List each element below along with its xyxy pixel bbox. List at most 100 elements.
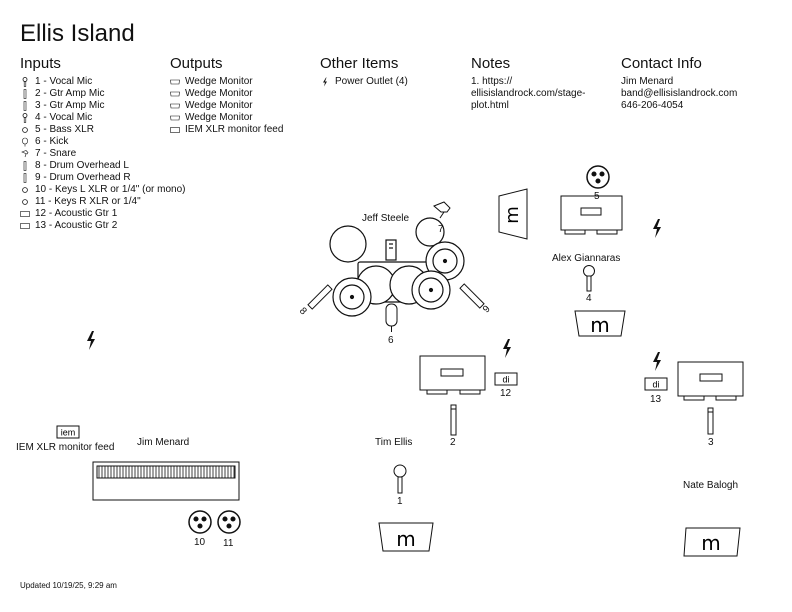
xlr-icon — [188, 510, 212, 534]
iem-icon — [170, 125, 180, 135]
contact-name: Jim Menard — [621, 76, 674, 87]
iem-icon: iem — [56, 425, 80, 439]
legend-item-label: 13 - Acoustic Gtr 2 — [35, 220, 118, 231]
svg-text:m: m — [590, 313, 609, 337]
drum-kit-icon — [329, 217, 465, 317]
power-outlet-icon — [653, 352, 661, 371]
legend-item: 1 - Vocal Mic — [20, 76, 185, 88]
other-items-heading: Other Items — [320, 55, 399, 72]
power-outlet-icon — [653, 219, 661, 238]
other-items-list: Power Outlet (4) — [320, 76, 408, 88]
legend-item-label: Wedge Monitor — [185, 88, 253, 99]
bass-amp-icon — [560, 195, 623, 235]
snare-mic-icon — [20, 149, 30, 159]
xlr-icon — [217, 510, 241, 534]
legend-item-label: Wedge Monitor — [185, 76, 253, 87]
iem-caption: IEM XLR monitor feed — [16, 442, 115, 453]
notes-line[interactable]: ellisislandrock.com/stage- — [471, 88, 586, 99]
legend-item: 3 - Gtr Amp Mic — [20, 100, 185, 112]
kick-mic-icon — [385, 303, 398, 332]
vocal-mic-icon — [393, 464, 407, 494]
input-number: 2 — [450, 437, 456, 448]
legend-item: Wedge Monitor — [170, 100, 283, 112]
wedge-monitor-icon: m — [574, 310, 626, 337]
performer-label: Jeff Steele — [362, 213, 410, 224]
snare-mic-icon — [433, 201, 451, 219]
legend-item: 10 - Keys L XLR or 1/4" (or mono) — [20, 184, 185, 196]
legend-item-label: 7 - Snare — [35, 148, 77, 159]
legend-item-label: 1 - Vocal Mic — [35, 76, 93, 87]
wedge-monitor-icon — [170, 89, 180, 99]
performer-label: Jim Menard — [137, 437, 190, 448]
svg-text:iem: iem — [61, 428, 76, 438]
legend-item: 7 - Snare — [20, 148, 185, 160]
instrument-mic-icon — [20, 161, 30, 171]
power-outlet-icon — [87, 331, 95, 350]
wedge-monitor-icon — [170, 101, 180, 111]
contact-email[interactable]: band@ellisislandrock.com — [621, 88, 738, 99]
xlr-icon — [20, 197, 30, 207]
contact-heading: Contact Info — [621, 55, 702, 72]
contact-section: Contact Info Jim Menard band@ellisisland… — [621, 55, 737, 112]
overhead-mic-l-icon — [307, 284, 333, 310]
guitar-amp-icon — [677, 361, 744, 401]
input-number: 12 — [500, 388, 512, 399]
legend-item-label: 8 - Drum Overhead L — [35, 160, 129, 171]
legend-item-label: 10 - Keys L XLR or 1/4" (or mono) — [35, 184, 186, 195]
notes-heading: Notes — [471, 55, 511, 72]
instrument-mic-icon — [20, 89, 30, 99]
performer-label: Alex Giannaras — [552, 253, 621, 264]
wedge-monitor-icon — [170, 113, 180, 123]
legend-item-label: Power Outlet (4) — [335, 76, 408, 87]
input-number: 1 — [397, 496, 403, 507]
legend-item-label: 12 - Acoustic Gtr 1 — [35, 208, 118, 219]
legend-item: Wedge Monitor — [170, 76, 283, 88]
wedge-monitor-icon: m — [498, 188, 528, 240]
legend-item: 4 - Vocal Mic — [20, 112, 185, 124]
vocal-mic-icon — [20, 113, 30, 123]
instrument-mic-icon — [450, 404, 457, 436]
legend-item: 11 - Keys R XLR or 1/4" — [20, 196, 185, 208]
notes-line[interactable]: plot.html — [471, 100, 509, 111]
legend-item-label: 9 - Drum Overhead R — [35, 172, 131, 183]
legend-item-label: 6 - Kick — [35, 136, 69, 147]
legend-item: IEM XLR monitor feed — [170, 124, 283, 136]
input-number: 6 — [388, 335, 394, 346]
vocal-mic-icon — [583, 265, 595, 292]
input-number: 11 — [223, 538, 234, 549]
legend-item-label: 11 - Keys R XLR or 1/4" — [35, 196, 141, 207]
di-box-icon — [20, 209, 30, 219]
legend-item-label: 4 - Vocal Mic — [35, 112, 93, 123]
guitar-amp-icon — [419, 355, 486, 395]
input-number: 3 — [708, 437, 714, 448]
input-number: 5 — [594, 191, 600, 202]
instrument-mic-icon — [20, 173, 30, 183]
svg-text:m: m — [502, 206, 523, 224]
legend-item: Power Outlet (4) — [320, 76, 408, 88]
legend-item: 9 - Drum Overhead R — [20, 172, 185, 184]
keyboard-icon — [92, 461, 240, 501]
di-box-icon — [20, 221, 30, 231]
wedge-monitor-icon — [170, 77, 180, 87]
contact-phone[interactable]: 646-206-4054 — [621, 100, 684, 111]
notes-section: Notes 1. https:// ellisislandrock.com/st… — [471, 55, 586, 112]
legend-item: 5 - Bass XLR — [20, 124, 185, 136]
di-box-icon: di — [494, 372, 518, 386]
legend-item-label: Wedge Monitor — [185, 112, 253, 123]
svg-text:di: di — [502, 375, 509, 385]
wedge-monitor-icon: m — [683, 527, 741, 557]
outputs-heading: Outputs — [170, 55, 223, 72]
legend-item: 6 - Kick — [20, 136, 185, 148]
performer-label: Nate Balogh — [683, 480, 739, 491]
legend-item-label: 3 - Gtr Amp Mic — [35, 100, 105, 111]
inputs-heading: Inputs — [20, 55, 61, 72]
legend-item: 12 - Acoustic Gtr 1 — [20, 208, 185, 220]
legend-item: 2 - Gtr Amp Mic — [20, 88, 185, 100]
power-outlet-icon — [503, 339, 511, 358]
notes-line[interactable]: 1. https:// — [471, 76, 513, 87]
